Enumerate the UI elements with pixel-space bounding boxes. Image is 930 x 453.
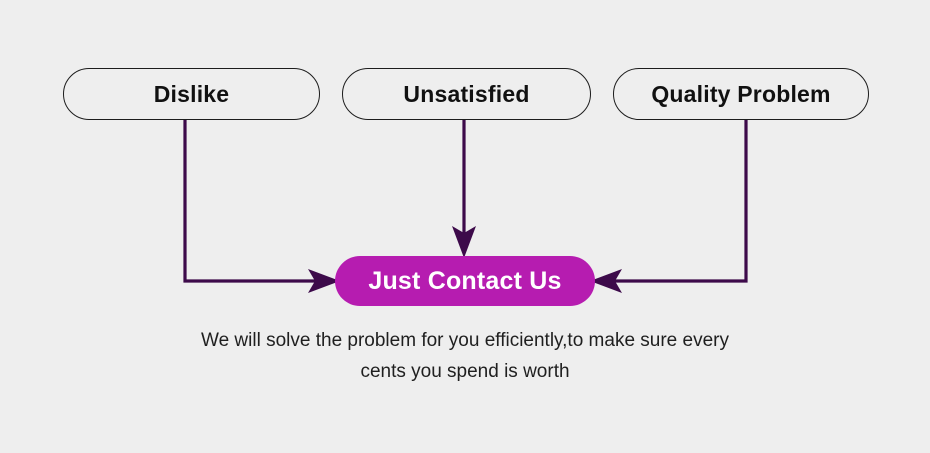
node-quality-problem-label: Quality Problem bbox=[651, 80, 831, 107]
node-dislike-label: Dislike bbox=[153, 80, 230, 107]
connector-dislike-to-cta bbox=[183, 119, 340, 293]
node-dislike[interactable]: Dislike bbox=[63, 68, 320, 120]
node-quality-problem[interactable]: Quality Problem bbox=[613, 68, 869, 120]
caption-line-1: We will solve the problem for you effici… bbox=[200, 330, 729, 351]
caption-line-2: cents you spend is worth bbox=[360, 361, 570, 382]
arrowhead-right-icon bbox=[308, 269, 340, 293]
connector-unsatisfied-to-cta bbox=[452, 119, 476, 258]
node-unsatisfied[interactable]: Unsatisfied bbox=[342, 68, 591, 120]
connector-quality-to-cta bbox=[590, 119, 748, 293]
caption: We will solve the problem for you effici… bbox=[0, 325, 930, 387]
node-unsatisfied-label: Unsatisfied bbox=[403, 80, 530, 107]
just-contact-us-button[interactable]: Just Contact Us bbox=[335, 256, 595, 306]
arrowhead-down-icon bbox=[452, 226, 476, 258]
just-contact-us-label: Just Contact Us bbox=[368, 266, 562, 295]
arrowhead-left-icon bbox=[590, 269, 622, 293]
